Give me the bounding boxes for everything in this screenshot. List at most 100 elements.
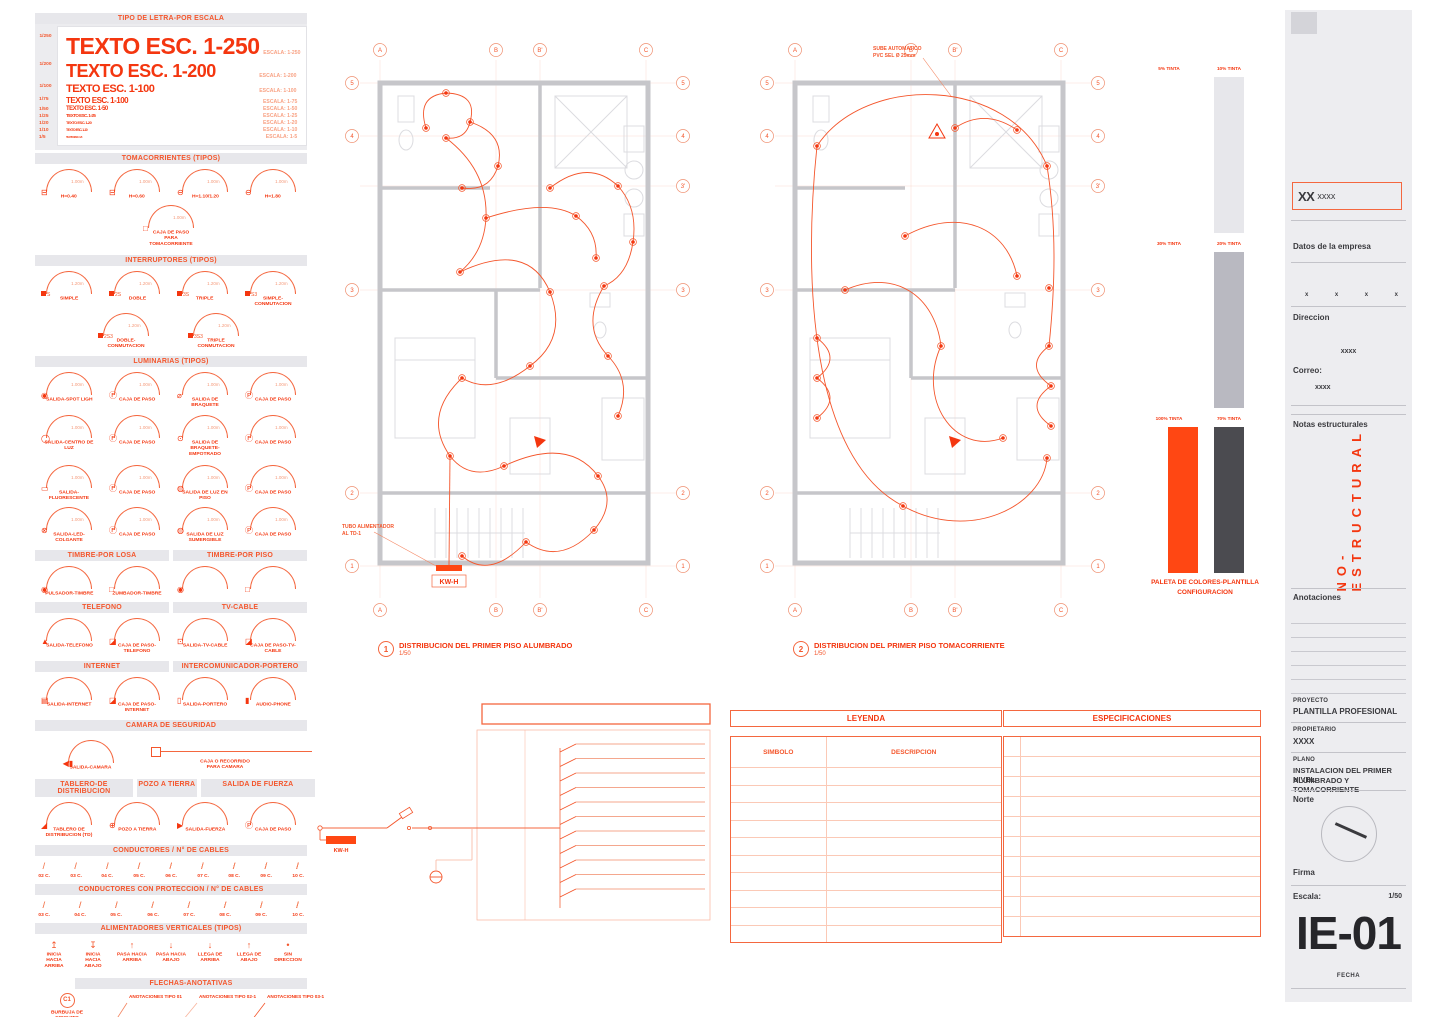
palette-bar	[1168, 427, 1198, 573]
correo-label: Correo:	[1293, 366, 1322, 375]
especificaciones-grid	[1003, 736, 1261, 937]
feeder-row: ↥INICIA HACIA ARRIBA↧INICIA HACIA ABAJO↑…	[35, 936, 307, 975]
cell-simbolo	[731, 926, 826, 943]
legend-item-label: CAJA DE PASO	[254, 397, 292, 403]
scale-ref-label: ESCALA: 1-50	[262, 106, 297, 112]
scale-tag: 1/25	[39, 113, 49, 119]
svg-text:KW-H: KW-H	[440, 579, 459, 586]
scale-ref-label: ESCALA: 1-20	[262, 120, 297, 126]
scale-sample-text: TEXTO ESC. 1-250	[66, 33, 260, 59]
mounting-height-arc: ◪	[109, 618, 160, 646]
height-label: 1.20m	[218, 324, 231, 329]
cell-text	[1020, 917, 1260, 936]
scale-sample-text: TEXTO ESC. 1-5	[66, 135, 82, 139]
legend-item-label: SALIDA-FLUORESCENTE	[48, 489, 90, 501]
cell-num	[1004, 857, 1020, 876]
section-header: CONDUCTORES / N° DE CABLES	[35, 845, 307, 857]
scale-tag: 1/10	[39, 127, 49, 133]
svg-text:C: C	[644, 608, 649, 614]
cell-simbolo	[731, 786, 826, 803]
mounting-height-arc: ⊡	[177, 618, 228, 646]
conductor-count-label: 03 C.	[38, 912, 50, 918]
cell-text	[1020, 737, 1260, 756]
cell-num	[1004, 757, 1020, 776]
mounting-height-arc: ◉1.00m	[41, 372, 92, 400]
cell-descripcion	[825, 768, 1002, 785]
legend-item: ▲SALIDA-TELEFONO	[35, 615, 103, 658]
height-label: 1.00m	[71, 425, 84, 431]
conductor-item: /////////09 C.	[254, 901, 268, 918]
conductor-hatch-icon: ////////	[233, 862, 236, 871]
plano-value-line2: ALUMBRADO Y TOMACORRIENTE	[1293, 776, 1359, 794]
conductor-item: /////05 C.	[132, 862, 146, 879]
conductor-count-label: 07 C.	[183, 912, 195, 918]
divider	[1291, 790, 1406, 791]
empresa-x-mark: x	[1334, 292, 1339, 298]
mounting-height-arc: ◍1.00m	[177, 464, 228, 492]
svg-text:3': 3'	[681, 184, 685, 190]
legend-item-label: CAJA DE PASO	[118, 489, 156, 495]
legend-item-label: CAJA DE PASO	[254, 439, 292, 445]
height-label: 1.00m	[275, 475, 288, 480]
palette-label: 30% TINTA	[1156, 241, 1182, 247]
section-header: TV-CABLE	[173, 602, 307, 614]
scale-tag: 1/250	[39, 33, 52, 39]
cell-num	[1004, 837, 1020, 856]
legend-item-label: H=0.40	[60, 194, 77, 199]
symbol-glyph: 3S	[177, 290, 189, 299]
palette-label: 70% TINTA	[1216, 416, 1242, 422]
legend-item: ◉	[171, 563, 239, 599]
svg-text:A: A	[793, 608, 797, 614]
conductor-hatch-icon: //////	[151, 900, 154, 911]
scale-ref-label: ESCALA: 1-200	[259, 73, 297, 79]
cell-text	[1020, 837, 1260, 856]
cell-descripcion	[825, 925, 1002, 942]
legend-item: ◪CAJA DE PASO-TELEFONO	[103, 615, 171, 658]
conductor-hatch-icon: ///////	[188, 901, 191, 910]
mounting-height-arc: ⊖1.00m	[177, 169, 228, 197]
titleblock-corner-box	[1291, 12, 1317, 34]
single-line-svg: KW-H	[317, 703, 711, 921]
legend-item-label: SALIDA-TELEFONO	[45, 643, 93, 648]
symbol-glyph: Ⓕ	[109, 391, 117, 401]
legend-item-label: CAJA DE PASO	[254, 827, 292, 833]
conductor-item: ///03 C.	[69, 862, 83, 879]
svg-text:B: B	[909, 48, 913, 54]
table-row	[731, 837, 1001, 855]
cell-num	[1004, 817, 1020, 836]
feeder-item-label: LLEGA DE ARRIBA	[197, 952, 223, 963]
svg-text:SUBE AUTOMATICO: SUBE AUTOMATICO	[873, 46, 922, 52]
legend-item-label: SALIDA DE LUZ SUMERGIBLE	[186, 532, 224, 543]
svg-text:3: 3	[350, 288, 354, 294]
feeder-item: ↑PASA HACIA ARRIBA	[113, 940, 151, 973]
svg-text:B': B'	[537, 608, 542, 614]
cell-simbolo	[731, 908, 826, 925]
scale-sample-text: TEXTO ESC. 1-100	[66, 96, 129, 105]
svg-text:5: 5	[1096, 81, 1100, 87]
scale-tag: 1/5	[38, 134, 46, 140]
cell-num	[1004, 777, 1020, 796]
svg-text:KW-H: KW-H	[334, 848, 349, 854]
scale-ref-label: ESCALA: 1-100	[259, 88, 297, 94]
svg-text:3': 3'	[1096, 184, 1100, 190]
mounting-height-arc: ◉	[177, 566, 228, 594]
feeder-item: ↓PASA HACIA ABAJO	[152, 940, 190, 973]
symbol-glyph: ▲	[41, 637, 49, 647]
legend-item: ◉PULSADOR-TIMBRE	[35, 563, 103, 599]
mounting-height-arc: ▮	[245, 676, 296, 704]
mounting-height-arc: ◀▮	[63, 739, 114, 767]
